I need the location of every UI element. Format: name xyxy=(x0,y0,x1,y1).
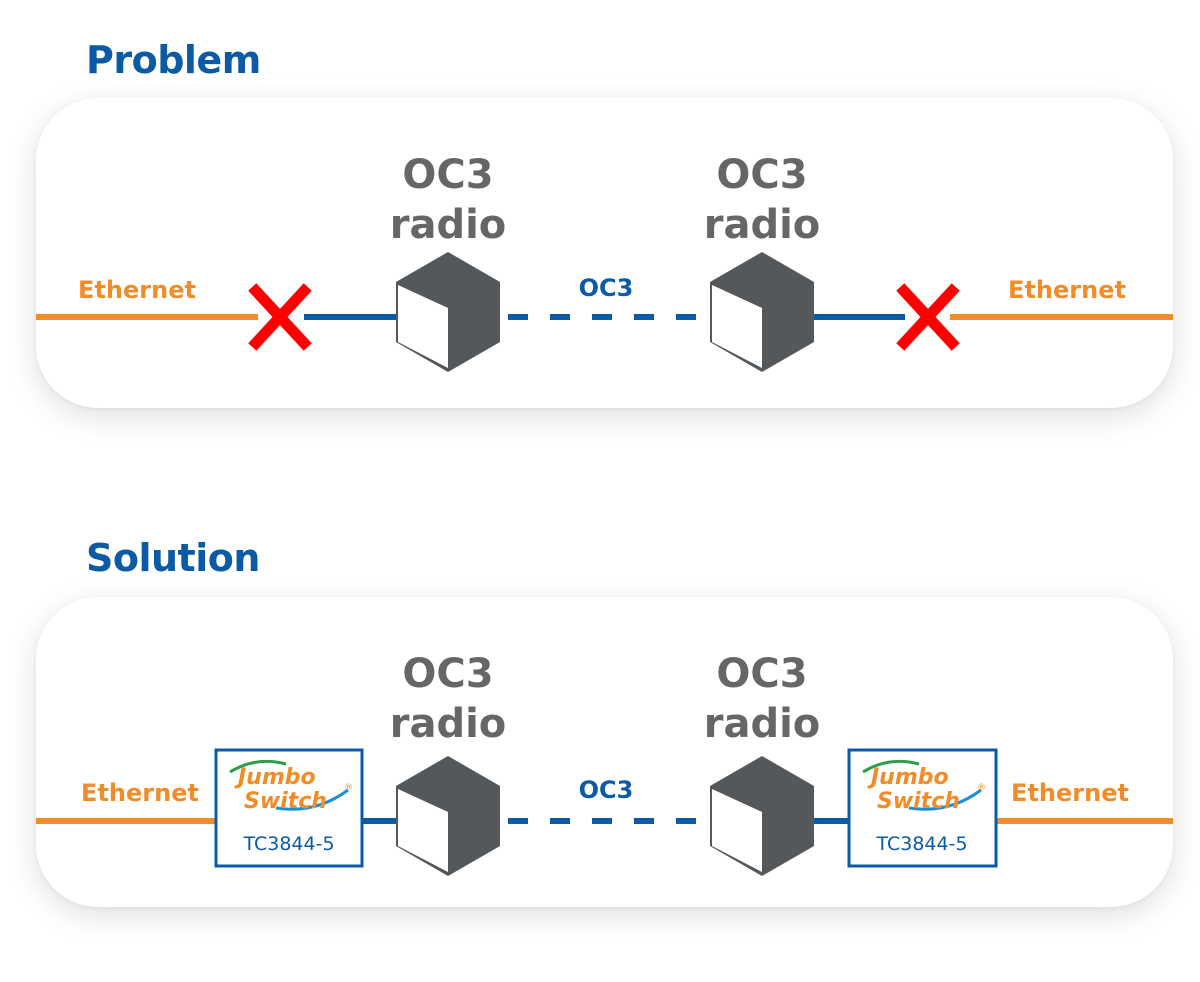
brand-line1: Jumbo xyxy=(867,765,949,790)
brand-line2: Switch xyxy=(877,789,960,814)
switch-model: TC3844-5 xyxy=(875,833,967,855)
radio-right-label-line1: OC3 xyxy=(716,152,807,198)
radio-left-label-line1: OC3 xyxy=(402,152,493,198)
jumbo-switch-device-left: Jumbo Switch ® TC3844-5 xyxy=(214,748,364,868)
jumbo-switch-device-right: Jumbo Switch ® TC3844-5 xyxy=(847,748,998,868)
cube-icon xyxy=(396,252,500,372)
oc3-link-label: OC3 xyxy=(579,776,634,804)
switch-model: TC3844-5 xyxy=(242,833,334,855)
radio-left-label-line2: radio xyxy=(390,202,507,248)
oc3-link-label: OC3 xyxy=(579,274,634,302)
cube-icon xyxy=(710,756,814,876)
brand-line2: Switch xyxy=(244,789,327,814)
radio-left-label-line2: radio xyxy=(390,701,507,747)
registered-mark: ® xyxy=(344,783,353,793)
solution-title: Solution xyxy=(86,536,260,580)
cube-icon xyxy=(396,756,500,876)
radio-right-label-line1: OC3 xyxy=(716,651,807,697)
radio-left-label-line1: OC3 xyxy=(402,651,493,697)
problem-panel xyxy=(36,98,1173,408)
radio-right-label-line2: radio xyxy=(704,202,821,248)
radio-right-label-line2: radio xyxy=(704,701,821,747)
solution-diagram: Ethernet Ethernet OC3 OC3 radio OC3 radi… xyxy=(36,651,1173,876)
jumbo-switch-logo: Jumbo Switch ® xyxy=(229,759,353,814)
jumbo-switch-logo: Jumbo Switch ® xyxy=(862,759,986,814)
red-x-icon xyxy=(896,283,960,351)
registered-mark: ® xyxy=(977,783,986,793)
ethernet-label-right: Ethernet xyxy=(1008,276,1126,304)
brand-line1: Jumbo xyxy=(234,765,316,790)
ethernet-label-left: Ethernet xyxy=(81,779,199,807)
red-x-icon xyxy=(248,283,312,351)
ethernet-label-left: Ethernet xyxy=(78,276,196,304)
problem-diagram: Ethernet Ethernet OC3 OC3 radio OC3 radi… xyxy=(36,152,1173,372)
problem-title: Problem xyxy=(86,38,261,82)
cube-icon xyxy=(710,252,814,372)
ethernet-label-right: Ethernet xyxy=(1011,779,1129,807)
